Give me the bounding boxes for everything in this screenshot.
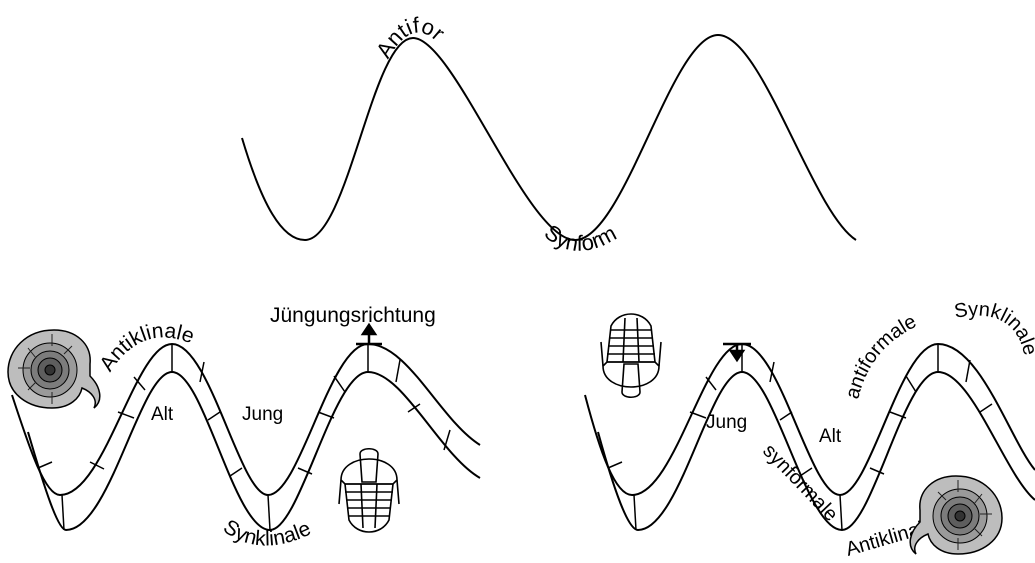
left-fold-cross-ticks (37, 344, 451, 531)
ammonite-icon (7, 329, 101, 409)
right-alt-label: Alt (819, 426, 842, 447)
right-synklinale-label: Synklinale (953, 298, 1035, 357)
right-jung-label: Jung (706, 412, 747, 433)
synform-label: Synform (540, 219, 621, 256)
right-fold (584, 342, 1035, 532)
ammonite-icon (909, 475, 1003, 555)
younging-marker-left (356, 322, 382, 346)
antiform-label: Antiform (0, 0, 450, 62)
younging-label: Jüngungsrichtung (270, 304, 436, 327)
right-fold-lower-boundary (597, 370, 1035, 532)
top-fold-curve (241, 33, 857, 242)
left-fold (11, 342, 481, 532)
right-synformale-label: synformale (758, 440, 842, 526)
trilobite-icon (338, 447, 400, 533)
right-antiformale-label: antiformale (842, 311, 920, 402)
left-jung-label: Jung (242, 404, 283, 425)
younging-marker-right (723, 342, 751, 363)
left-fold-upper-boundary (11, 342, 481, 497)
right-fold-cross-ticks (607, 344, 993, 531)
left-fold-lower-boundary (27, 370, 481, 532)
trilobite-icon (600, 313, 662, 399)
left-alt-label: Alt (151, 404, 174, 425)
left-synklinale-label: Synklinale (219, 515, 314, 551)
right-fold-upper-boundary (584, 342, 1035, 497)
